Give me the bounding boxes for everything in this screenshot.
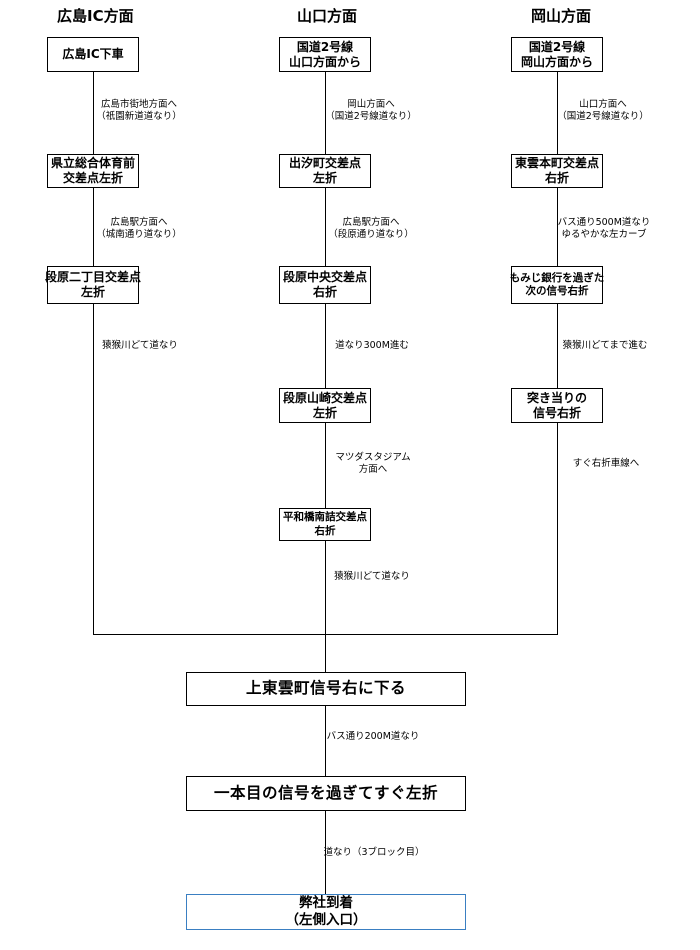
step-text: 山口方面から	[288, 54, 361, 69]
merge-line	[93, 634, 558, 635]
route-note-line: 広島市街地方面へ	[100, 99, 178, 110]
step-text: 突き当りの	[526, 390, 587, 405]
route-note: 猿猴川どて道なり	[334, 571, 410, 583]
route-note: マツダスタジアム 方面へ	[335, 452, 410, 477]
step-box-route2-from-yamaguchi: 国道2号線 山口方面から	[279, 37, 371, 72]
route-note-line: ゆるやかな左カーブ	[561, 229, 647, 241]
step-text: （左側入口）	[285, 912, 367, 928]
step-text: 出汐町交差点	[288, 156, 361, 170]
connector-line	[557, 423, 558, 635]
route-note-line: すぐ右折車線へ	[572, 458, 640, 469]
step-box-heiwabashi: 平和橋南詰交差点 右折	[279, 508, 371, 541]
connector-line	[557, 188, 558, 266]
route-note-line: （国道2号線道なり）	[557, 111, 649, 123]
connector-line	[325, 706, 326, 776]
step-text: 左折	[312, 171, 337, 185]
step-text: もみじ銀行を過ぎた	[509, 271, 605, 284]
step-text: 左折	[80, 285, 105, 299]
step-text: 国道2号線	[528, 39, 586, 54]
step-text: 段原二丁目交差点	[45, 270, 142, 284]
connector-line	[325, 541, 326, 672]
connector-line	[325, 811, 326, 894]
connector-line	[557, 72, 558, 154]
route-note-line: （段原通り道なり）	[328, 229, 414, 241]
step-text: 段原中央交差点	[282, 270, 367, 284]
step-text: 次の信号右折	[525, 285, 589, 297]
header-yamaguchi: 山口方面	[297, 7, 358, 25]
route-note-line: 方面へ	[358, 464, 388, 476]
connector-line	[93, 188, 94, 266]
route-note: バス通り500M道なり ゆるやかな左カーブ	[558, 217, 651, 242]
route-note: 猿猴川どてまで進む	[563, 340, 648, 352]
step-box-shinonome-honmachi: 東雲本町交差点 右折	[511, 154, 603, 188]
step-text: 右折	[312, 285, 337, 299]
route-note: 道なり300M進む	[335, 340, 409, 352]
connector-line	[557, 304, 558, 388]
route-note-line: 猿猴川どて道なり	[334, 571, 410, 582]
route-note: バス通り200M道なり	[327, 731, 420, 743]
route-note: 道なり（3ブロック目）	[323, 847, 424, 859]
step-box-first-signal-left: 一本目の信号を過ぎてすぐ左折	[186, 776, 466, 811]
route-note-line: 岡山方面へ	[347, 99, 395, 110]
step-text: 県立総合体育前	[50, 156, 135, 170]
connector-line	[325, 423, 326, 508]
step-box-kamishinonome: 上東雲町信号右に下る	[186, 672, 466, 706]
connector-line	[93, 304, 94, 635]
route-note-line: 道なり（3ブロック目）	[323, 847, 425, 858]
step-text: 信号右折	[532, 405, 581, 420]
step-text: 岡山方面から	[520, 54, 593, 69]
route-note-line: 広島駅方面へ	[342, 217, 400, 228]
connector-line	[325, 72, 326, 154]
route-note: 広島駅方面へ （城南通り道なり）	[96, 217, 182, 242]
route-note-line: （祇園新道道なり）	[96, 111, 182, 123]
route-note: 猿猴川どて道なり	[102, 340, 178, 352]
route-note: すぐ右折車線へ	[573, 458, 640, 470]
route-note: 広島駅方面へ （段原通り道なり）	[328, 217, 414, 242]
step-text: 一本目の信号を過ぎてすぐ左折	[213, 783, 438, 802]
connector-line	[325, 304, 326, 388]
connector-line	[325, 188, 326, 266]
step-box-deshiomachi: 出汐町交差点 左折	[279, 154, 371, 188]
route-note: 山口方面へ （国道2号線道なり）	[557, 99, 649, 124]
route-note-line: 道なり300M進む	[335, 340, 409, 351]
route-note: 岡山方面へ （国道2号線道なり）	[325, 99, 417, 124]
connector-line	[93, 72, 94, 154]
step-text: 広島IC下車	[62, 47, 124, 61]
step-box-hiroshima-ic-exit: 広島IC下車	[47, 37, 139, 72]
step-text: 右折	[314, 524, 336, 537]
step-box-danbara-nichome: 段原二丁目交差点 左折	[45, 266, 142, 304]
header-okayama: 岡山方面	[531, 7, 592, 25]
step-box-danbara-chuo: 段原中央交差点 右折	[279, 266, 371, 304]
step-box-route2-from-okayama: 国道2号線 岡山方面から	[511, 37, 603, 72]
step-box-momiji-bank: もみじ銀行を過ぎた 次の信号右折	[509, 266, 605, 304]
route-note-line: 広島駅方面へ	[110, 217, 168, 228]
route-note-line: 山口方面へ	[579, 99, 627, 110]
step-text: 東雲本町交差点	[514, 156, 599, 170]
route-note: 広島市街地方面へ （祇園新道道なり）	[96, 99, 182, 124]
route-note-line: （国道2号線道なり）	[325, 111, 417, 123]
step-text: 交差点左折	[62, 171, 123, 185]
step-box-kenritsu-sogo: 県立総合体育前 交差点左折	[47, 154, 139, 188]
step-text: 上東雲町信号右に下る	[245, 679, 406, 698]
step-text: 平和橋南詰交差点	[283, 511, 367, 524]
step-text: 左折	[312, 405, 337, 420]
route-note-line: 猿猴川どてまで進む	[562, 340, 648, 351]
route-note-line: （城南通り道なり）	[96, 229, 182, 241]
route-note-line: バス通り500M道なり	[557, 217, 651, 228]
step-text: 弊社到着	[299, 895, 353, 912]
step-text: 右折	[544, 171, 569, 185]
route-note-line: バス通り200M道なり	[326, 731, 420, 742]
step-box-danbara-yamasaki: 段原山崎交差点 左折	[279, 388, 371, 423]
step-box-tsukiatari: 突き当りの 信号右折	[511, 388, 603, 423]
step-text: 国道2号線	[296, 39, 354, 54]
route-note-line: マツダスタジアム	[335, 452, 411, 463]
step-box-arrival: 弊社到着 （左側入口）	[186, 894, 466, 930]
step-text: 段原山崎交差点	[282, 390, 367, 405]
route-note-line: 猿猴川どて道なり	[102, 340, 178, 351]
header-hiroshima-ic: 広島IC方面	[57, 7, 134, 25]
